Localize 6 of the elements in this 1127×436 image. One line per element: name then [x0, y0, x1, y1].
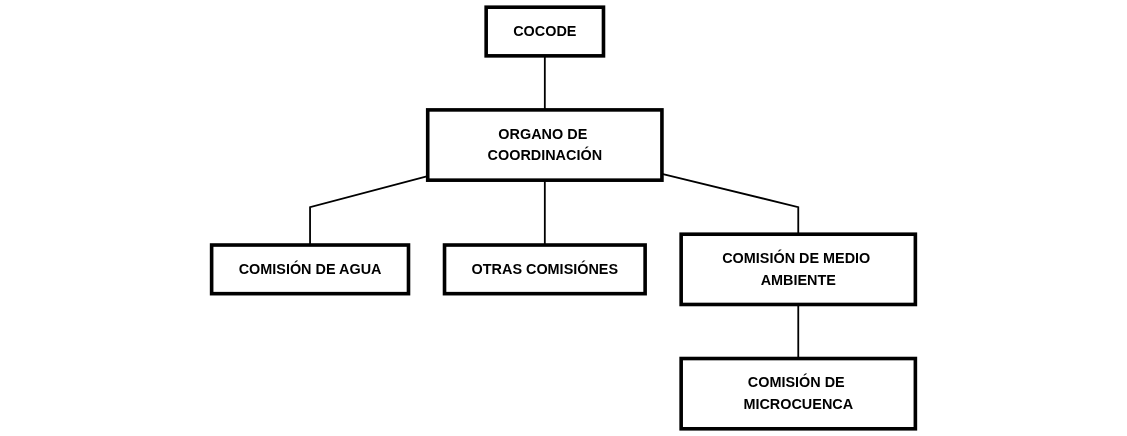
- node-box: ORGANO DE COORDINACIÓN: [425, 108, 664, 182]
- node-box: COCODE: [484, 5, 606, 58]
- node-box: OTRAS COMISIÓNES: [442, 243, 647, 296]
- node-box: COMISIÓN DE MEDIO AMBIENTE: [679, 232, 918, 307]
- node-box: COMISIÓN DE AGUA: [209, 243, 411, 296]
- node-box: COMISIÓN DE MICROCUENCA: [679, 356, 918, 431]
